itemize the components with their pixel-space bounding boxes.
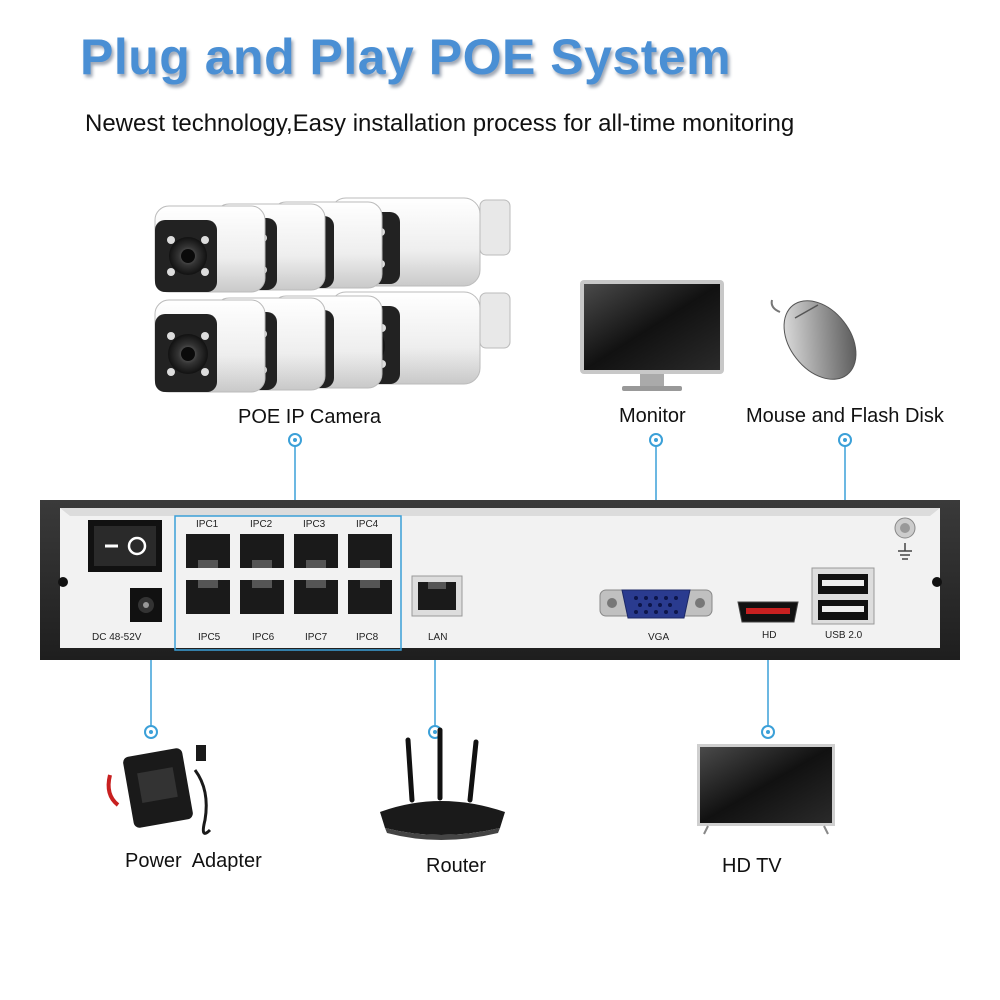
hdmi-port — [737, 601, 799, 623]
label-ipc4: IPC4 — [356, 519, 379, 530]
lan-port — [411, 575, 463, 617]
ground-screw-icon — [894, 517, 916, 560]
port-ipc5 — [186, 580, 230, 614]
vga-port — [599, 589, 713, 619]
port-ipc2 — [240, 534, 284, 568]
poe-port-group — [174, 515, 402, 651]
dot-mouse — [838, 433, 852, 447]
dot-tv — [761, 725, 775, 739]
port-ipc8 — [348, 580, 392, 614]
dot-power — [144, 725, 158, 739]
tv-icon — [697, 744, 835, 835]
label-ipc1: IPC1 — [196, 519, 219, 530]
label-poe-camera: POE IP Camera — [238, 406, 382, 428]
port-ipc3 — [294, 534, 338, 568]
usb-ports — [811, 567, 875, 625]
port-ipc4 — [348, 534, 392, 568]
dot-monitor — [649, 433, 663, 447]
port-ipc6 — [240, 580, 284, 614]
label-ipc2: IPC2 — [250, 519, 273, 530]
dc-jack — [130, 588, 162, 622]
monitor-icon — [580, 280, 724, 391]
label-hd: HD — [762, 630, 776, 641]
rj45-ports — [186, 534, 392, 614]
label-hd-tv: HD TV — [722, 855, 782, 877]
page-title: Plug and Play POE System — [80, 29, 732, 85]
label-lan: LAN — [428, 632, 447, 643]
label-monitor: Monitor — [619, 405, 686, 427]
label-ipc3: IPC3 — [303, 519, 326, 530]
label-vga: VGA — [648, 632, 669, 643]
label-ipc8: IPC8 — [356, 632, 379, 643]
label-dc: DC 48-52V — [92, 632, 142, 643]
page-subtitle: Newest technology,Easy installation proc… — [85, 110, 795, 137]
port-labels: IPC1 IPC2 IPC3 IPC4 IPC5 IPC6 IPC7 IPC8 … — [92, 519, 863, 643]
nvr-rear-panel — [40, 500, 960, 660]
label-router: Router — [426, 855, 487, 877]
label-ipc5: IPC5 — [198, 632, 221, 643]
label-ipc7: IPC7 — [305, 632, 328, 643]
label-power-adapter: Power Adapter — [125, 850, 262, 872]
router-icon — [380, 727, 505, 840]
camera-5 — [154, 299, 266, 393]
power-adapter-icon — [106, 745, 212, 835]
dot-camera — [288, 433, 302, 447]
mouse-icon — [770, 299, 857, 380]
label-mouse-flash: Mouse and Flash Disk — [746, 405, 944, 427]
label-ipc6: IPC6 — [252, 632, 275, 643]
power-switch — [88, 520, 162, 572]
camera-group — [154, 197, 511, 393]
port-ipc1 — [186, 534, 230, 568]
camera-1 — [154, 205, 266, 293]
port-ipc7 — [294, 580, 338, 614]
label-usb: USB 2.0 — [825, 630, 863, 641]
